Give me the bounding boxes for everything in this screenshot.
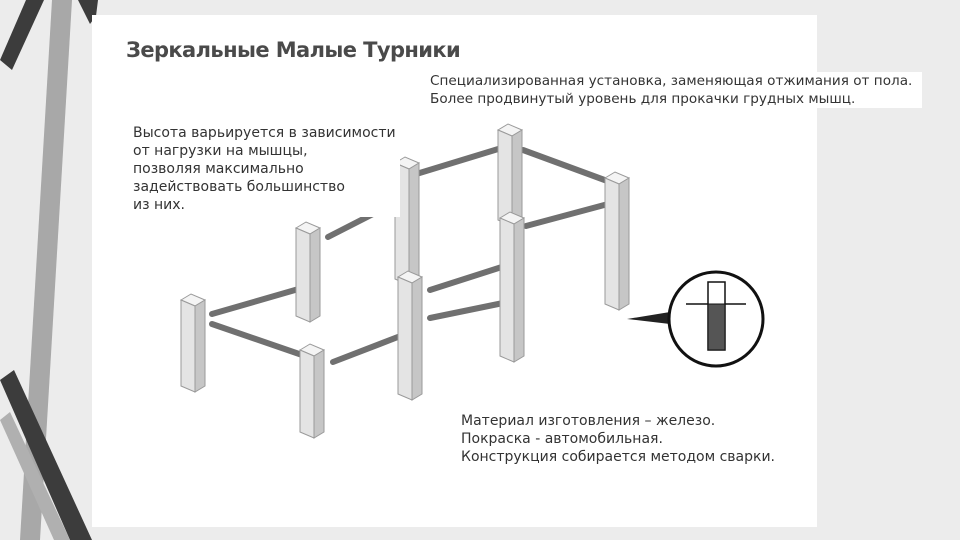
text-line: позволяя максимально (133, 161, 304, 177)
bar (330, 332, 406, 365)
bar (523, 201, 611, 229)
concrete-footing (707, 303, 726, 351)
bar (209, 321, 308, 359)
text-line: Покраска - автомобильная. (461, 431, 663, 447)
bars-illustration (179, 123, 765, 439)
text-line: из них. (133, 197, 185, 213)
callout-pointer (627, 312, 670, 324)
bar (410, 143, 511, 178)
text-line: Материал изготовления – железо. (461, 413, 716, 429)
text-line: Конструкция собирается методом сварки. (461, 449, 776, 465)
decor-stripe-gray-1 (20, 0, 72, 540)
bar (427, 262, 511, 293)
text-line: от нагрузки на мышцы, (133, 143, 308, 159)
description-top-textbox: Специализированная установка, заменяющая… (426, 72, 923, 108)
bar (520, 147, 613, 185)
text-line: Более продвинутый уровень для прокачки г… (430, 91, 856, 107)
text-line: задействовать большинство (133, 179, 345, 195)
post (179, 293, 207, 393)
text-line: Высота варьируется в зависимости (133, 125, 396, 141)
description-bottom-textbox: Материал изготовления – железо. Покраска… (461, 412, 776, 466)
post (496, 123, 524, 227)
decor-stripe-gray-2 (0, 412, 70, 540)
post (396, 270, 424, 401)
description-left-textbox: Высота варьируется в зависимости от нагр… (133, 124, 400, 217)
post (498, 211, 526, 363)
decor-stripe-dark-2 (0, 370, 92, 540)
post (298, 343, 326, 439)
detail-callout (627, 270, 765, 368)
bar (209, 285, 305, 317)
decor-stripe-dark-1 (0, 0, 44, 70)
post (294, 221, 322, 323)
slide-title: Зеркальные Малые Турники (126, 38, 461, 62)
text-line: Специализированная установка, заменяющая… (430, 73, 913, 89)
post (603, 171, 631, 311)
bar (427, 299, 511, 321)
